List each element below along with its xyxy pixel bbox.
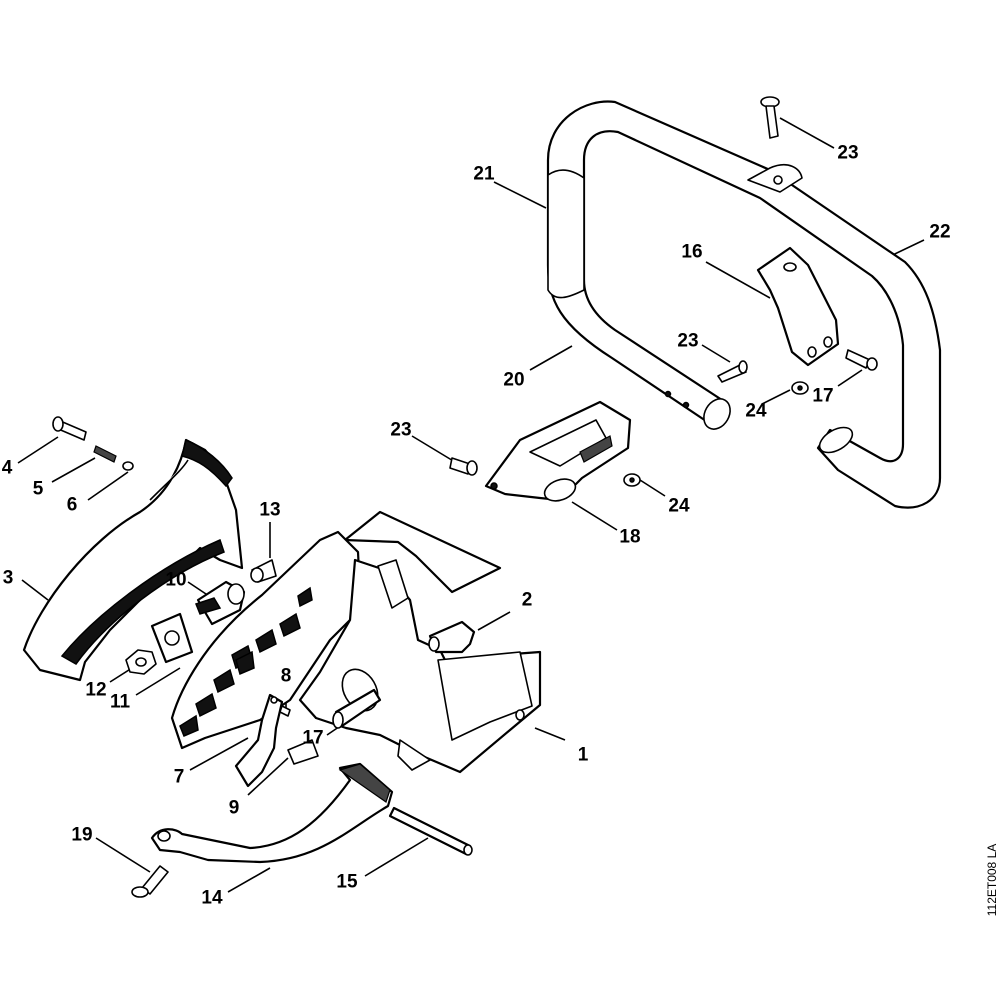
callout-23c[interactable]: 23 [390, 419, 412, 441]
callout-6[interactable]: 6 [66, 494, 78, 516]
callout-2[interactable]: 2 [521, 589, 533, 611]
callout-17a[interactable]: 17 [302, 727, 324, 749]
callout-14[interactable]: 14 [201, 887, 223, 909]
handle-mount-18 [484, 400, 632, 502]
callout-8[interactable]: 8 [280, 665, 292, 687]
hand-guard-3 [22, 438, 244, 682]
callout-15[interactable]: 15 [336, 871, 358, 893]
callout-3[interactable]: 3 [2, 567, 14, 589]
main-handle-1 [170, 510, 542, 774]
callout-22[interactable]: 22 [929, 221, 951, 243]
callout-23b[interactable]: 23 [677, 330, 699, 352]
callout-18[interactable]: 18 [619, 526, 641, 548]
handle-bar [546, 100, 942, 509]
bracket-16 [756, 246, 840, 367]
part-2 [428, 620, 476, 654]
callout-21[interactable]: 21 [473, 163, 495, 185]
small-parts-10-13 [125, 559, 277, 675]
callout-7[interactable]: 7 [173, 766, 185, 788]
trigger-14 [150, 762, 394, 864]
callout-5[interactable]: 5 [32, 478, 44, 500]
callout-1[interactable]: 1 [577, 744, 589, 766]
callout-13[interactable]: 13 [259, 499, 281, 521]
small-parts-4-5-6 [52, 416, 134, 471]
pin-15 [388, 806, 473, 856]
callout-20[interactable]: 20 [503, 369, 525, 391]
callout-10[interactable]: 10 [165, 569, 187, 591]
callout-4[interactable]: 4 [1, 457, 13, 479]
callout-11[interactable]: 11 [109, 691, 131, 713]
drawing-code: 112ET008 LA [985, 843, 999, 917]
callout-23a[interactable]: 23 [837, 142, 859, 164]
callout-24a[interactable]: 24 [745, 400, 767, 422]
callout-16[interactable]: 16 [681, 241, 703, 263]
parts-7-8-9-17 [234, 688, 382, 788]
screw-19 [131, 865, 169, 898]
fasteners-top [449, 96, 878, 487]
callout-19[interactable]: 19 [71, 824, 93, 846]
callout-17b[interactable]: 17 [812, 385, 834, 407]
callout-9[interactable]: 9 [228, 797, 240, 819]
callout-12[interactable]: 12 [85, 679, 107, 701]
callout-24b[interactable]: 24 [668, 495, 690, 517]
